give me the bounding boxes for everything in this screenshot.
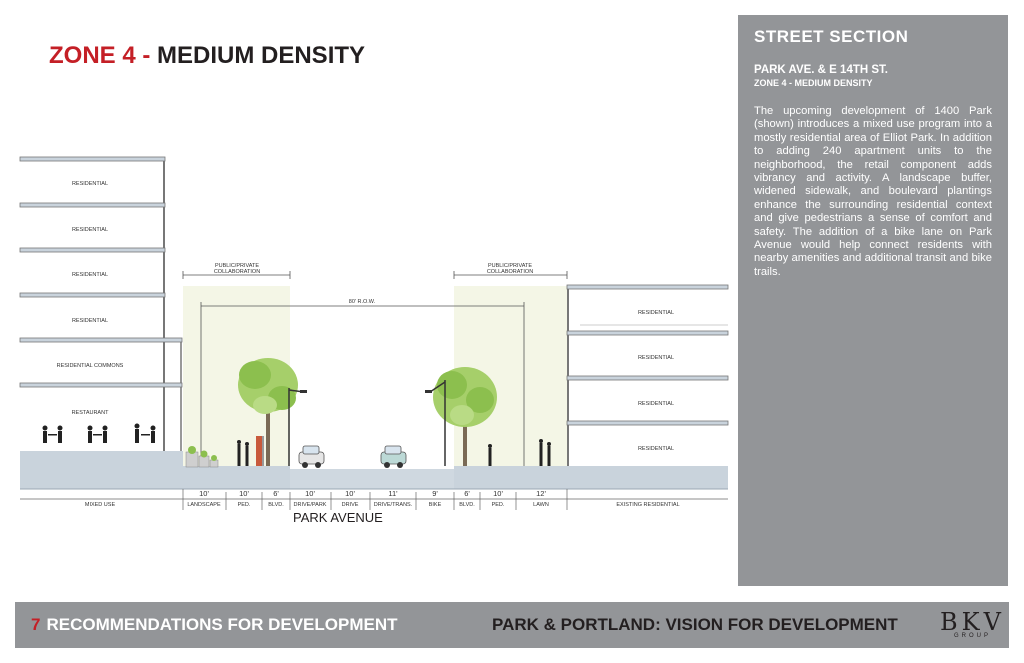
label-lawn: LAWN: [533, 502, 549, 508]
streetlight-right-icon: [425, 380, 446, 466]
right-floor-4: RESIDENTIAL: [638, 310, 674, 316]
left-floor-1: RESTAURANT: [72, 410, 110, 416]
right-floor-2: RESIDENTIAL: [638, 401, 674, 407]
planter-icon: [185, 446, 219, 468]
sign-icon: [256, 436, 264, 466]
streetlight-left-icon: [288, 388, 307, 466]
tree-right-icon: [433, 367, 497, 466]
label-ped-left: PED.: [238, 502, 251, 508]
collab-left-line2: COLLABORATION: [214, 269, 260, 275]
footer-left-text: RECOMMENDATIONS FOR DEVELOPMENT: [46, 615, 398, 634]
street-name: PARK AVENUE: [293, 510, 383, 525]
width-blvd-right: 6': [464, 489, 470, 498]
footer-bar: 7 RECOMMENDATIONS FOR DEVELOPMENT PARK & …: [15, 602, 1009, 648]
width-landscape: 10': [199, 489, 209, 498]
label-existing-residential: EXISTING RESIDENTIAL: [616, 502, 679, 508]
page-number: 7: [31, 615, 41, 634]
pedestrians-icon: [237, 439, 551, 466]
label-drive: DRIVE: [342, 502, 359, 508]
cafe-people-icon: [42, 423, 156, 443]
left-floor-5: RESIDENTIAL: [72, 227, 108, 233]
panel-zone: ZONE 4 - MEDIUM DENSITY: [754, 78, 873, 88]
page-title: ZONE 4 - MEDIUM DENSITY: [49, 42, 365, 70]
dimension-ticks: [182, 489, 568, 510]
collab-right-line2: COLLABORATION: [487, 269, 533, 275]
logo-subtext: GROUP: [954, 633, 992, 639]
left-floor-6: RESIDENTIAL: [72, 181, 108, 187]
logo-text: BKV: [940, 608, 1005, 636]
car-left-icon: [298, 445, 325, 468]
left-floor-4: RESIDENTIAL: [72, 272, 108, 278]
label-landscape: LANDSCAPE: [187, 502, 221, 508]
panel-body: The upcoming development of 1400 Park (s…: [754, 105, 992, 278]
label-drive-trans: DRIVE/TRANS.: [374, 502, 413, 508]
width-ped-right: 10': [493, 489, 503, 498]
right-floor-1: RESIDENTIAL: [638, 446, 674, 452]
width-lawn: 12': [536, 489, 546, 498]
label-blvd-left: BLVD.: [268, 502, 284, 508]
panel-title: STREET SECTION: [754, 27, 909, 46]
ground: [20, 451, 728, 490]
density-label: MEDIUM DENSITY: [157, 42, 366, 69]
car-right-icon: [380, 445, 407, 468]
left-building: [19, 156, 183, 452]
collab-left-line1: PUBLIC/PRIVATE: [215, 263, 259, 269]
width-drive: 10': [345, 489, 355, 498]
label-blvd-right: BLVD.: [459, 502, 475, 508]
left-floor-2: RESIDENTIAL COMMONS: [57, 363, 124, 369]
label-ped-right: PED.: [492, 502, 505, 508]
zone-label: ZONE 4 -: [49, 42, 158, 69]
right-floor-3: RESIDENTIAL: [638, 355, 674, 361]
footer-section: 7 RECOMMENDATIONS FOR DEVELOPMENT: [31, 615, 398, 635]
footer-right-text: PARK & PORTLAND: VISION FOR DEVELOPMENT: [492, 615, 898, 634]
panel-subtitle: PARK AVE. & E 14TH ST.: [754, 64, 888, 76]
tree-left-icon: [238, 358, 298, 466]
width-drive-park: 10': [305, 489, 315, 498]
row-label: 80' R.O.W.: [349, 299, 376, 305]
label-mixed-use: MIXED USE: [85, 502, 116, 508]
street-section-panel: STREET SECTION PARK AVE. & E 14TH ST. ZO…: [738, 15, 1008, 586]
width-bike: 9': [432, 489, 438, 498]
label-bike: BIKE: [429, 502, 442, 508]
collab-right-line1: PUBLIC/PRIVATE: [488, 263, 532, 269]
width-blvd-left: 6': [273, 489, 279, 498]
right-building: [566, 284, 729, 466]
width-ped-left: 10': [239, 489, 249, 498]
bkv-logo: BKV GROUP: [940, 608, 1004, 642]
label-drive-park: DRIVE/PARK: [294, 502, 327, 508]
width-drive-trans: 11': [388, 489, 398, 498]
left-floor-3: RESIDENTIAL: [72, 318, 108, 324]
